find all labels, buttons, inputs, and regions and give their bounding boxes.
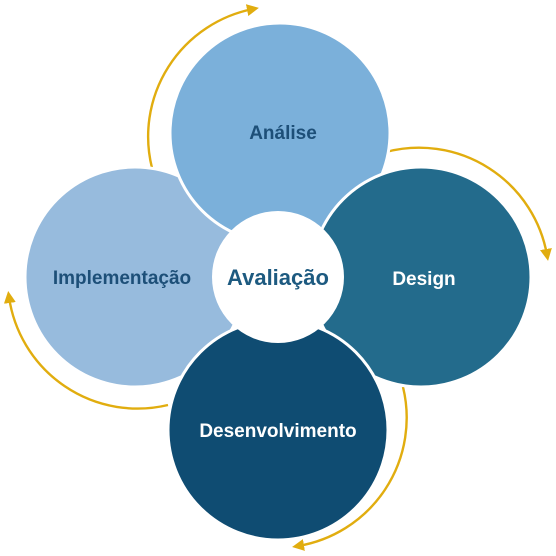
phase-label-implementacao: Implementação bbox=[53, 268, 191, 289]
phase-label-desenvolvimento: Desenvolvimento bbox=[199, 421, 356, 442]
cycle-arrow-to-implementacao bbox=[3, 291, 169, 410]
cycle-arrow-to-analise bbox=[147, 4, 259, 169]
center-label: Avaliação bbox=[227, 265, 329, 290]
phase-label-design: Design bbox=[392, 269, 455, 290]
center-circle bbox=[212, 211, 344, 343]
phase-label-analise: Análise bbox=[249, 123, 317, 144]
cycle-arrow-to-design bbox=[385, 146, 552, 261]
cycle-arrow-to-desenvolvimento bbox=[292, 386, 408, 551]
